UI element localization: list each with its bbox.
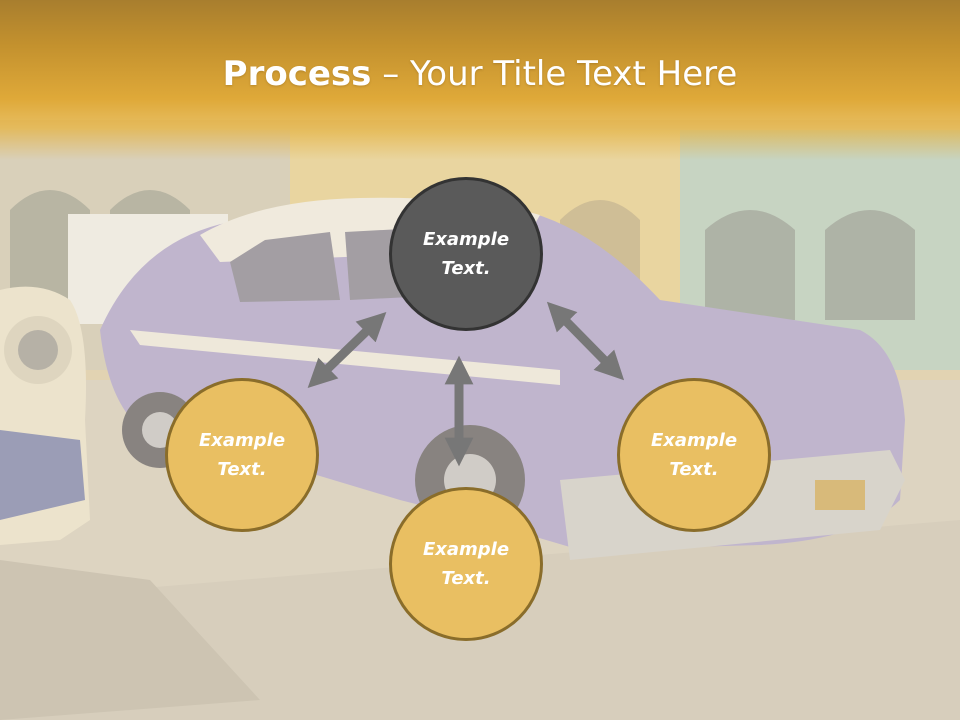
node-right-line1: Example bbox=[650, 430, 738, 451]
node-right-line2: Text. bbox=[669, 459, 719, 480]
node-center-line2: Text. bbox=[441, 258, 491, 279]
node-left-line1: Example bbox=[198, 430, 286, 451]
node-center-line1: Example bbox=[422, 229, 510, 250]
arrow-center-left bbox=[307, 311, 387, 389]
node-left-line2: Text. bbox=[217, 459, 267, 480]
title-band bbox=[0, 0, 960, 160]
slide-title: Process – Your Title Text Here bbox=[0, 50, 960, 98]
title-separator: – bbox=[371, 54, 411, 94]
node-bottom-line1: Example bbox=[422, 539, 510, 560]
node-bottom-line2: Text. bbox=[441, 568, 491, 589]
title-rest: Your Title Text Here bbox=[410, 54, 738, 94]
title-bold: Process bbox=[222, 54, 372, 94]
arrow-center-right bbox=[546, 301, 625, 381]
